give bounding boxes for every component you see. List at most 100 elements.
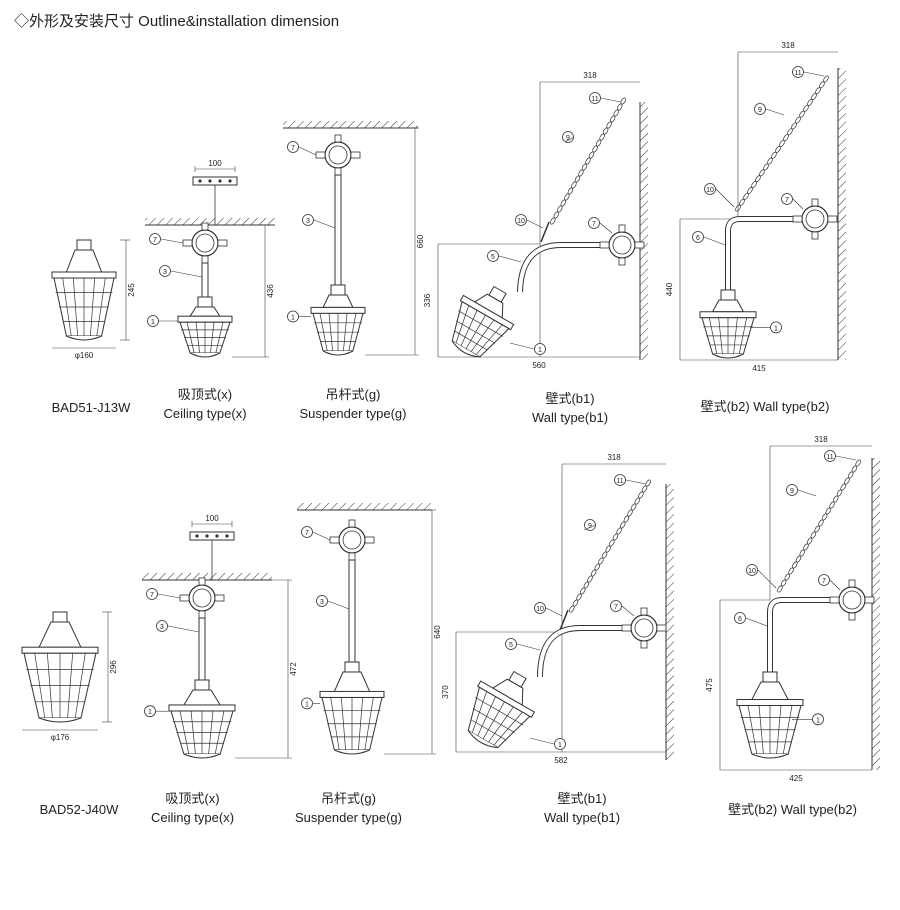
callout-11: 11 — [589, 92, 601, 104]
callout-number: 11 — [591, 96, 598, 103]
support-arm — [517, 242, 602, 293]
wall-b1-caption-en: Wall type(b1) — [531, 410, 609, 425]
dimension-label: 660 — [416, 234, 425, 248]
callout-1: 1 — [554, 738, 566, 750]
callout-number: 7 — [291, 145, 295, 152]
wall-b1-caption-cn: 壁式(b1) — [557, 791, 607, 806]
callout-number: 9 — [758, 107, 762, 114]
callout-10: 10 — [515, 214, 527, 226]
ceiling-caption-en: Ceiling type(x) — [163, 406, 247, 421]
callout-number: 6 — [738, 616, 742, 623]
junction-box — [329, 519, 375, 561]
dimension-label: 296 — [109, 660, 118, 674]
suspender-rod — [198, 617, 206, 681]
callout-number: 7 — [150, 592, 154, 599]
suspender-rod — [201, 262, 209, 298]
junction-box — [182, 222, 228, 264]
lamp-body — [699, 289, 757, 359]
dimension-label: 475 — [705, 678, 714, 692]
support-arm — [537, 625, 624, 678]
ceiling-hatch — [297, 503, 432, 511]
wall-hatch — [639, 102, 648, 360]
dimension-label: 436 — [266, 284, 275, 298]
callout-3: 3 — [316, 595, 328, 607]
dimension-label: 582 — [554, 756, 568, 765]
callout-3: 3 — [159, 265, 171, 277]
callout-3: 3 — [302, 214, 314, 226]
model-label-row2: BAD52-J40W — [39, 802, 119, 817]
callout-number: 11 — [794, 70, 801, 77]
callout-number: 9 — [566, 135, 570, 142]
lamp-body — [319, 661, 385, 755]
callout-number: 1 — [558, 742, 562, 749]
dimension-label: 640 — [433, 625, 442, 639]
wall-hatch — [837, 68, 846, 360]
chain — [550, 97, 626, 225]
callout-number: 1 — [305, 701, 309, 708]
dimension-label: 560 — [532, 361, 546, 370]
callout-11: 11 — [614, 474, 626, 486]
callout-9: 9 — [754, 103, 766, 115]
junction-box — [179, 577, 225, 619]
callout-1: 1 — [287, 310, 299, 323]
mounting-plate: 100 — [189, 514, 235, 541]
callout-number: 1 — [151, 319, 155, 326]
callout-7: 7 — [287, 141, 299, 153]
mounting-plate: 100 — [192, 159, 238, 186]
callout-number: 1 — [538, 347, 542, 354]
ceiling-caption-cn: 吸顶式(x) — [165, 791, 220, 806]
suspender-rod — [334, 174, 342, 286]
junction-box — [621, 607, 667, 649]
callout-6: 6 — [692, 231, 704, 243]
dimension-label: 440 — [665, 282, 674, 296]
callout-7: 7 — [146, 588, 158, 600]
callout-number: 10 — [536, 606, 544, 613]
lamp-body — [168, 679, 236, 759]
dimension-label: 370 — [441, 685, 450, 699]
dimension-label: 318 — [781, 41, 795, 50]
ceiling-caption-en: Ceiling type(x) — [150, 810, 235, 825]
dimension-label: 415 — [752, 364, 766, 373]
callout-number: 9 — [790, 488, 794, 495]
callout-number: 9 — [588, 523, 592, 530]
callout-6: 6 — [734, 612, 746, 624]
callout-number: 1 — [148, 709, 152, 716]
callout-number: 11 — [826, 454, 833, 461]
callout-10: 10 — [534, 602, 546, 614]
dimension-label: φ160 — [75, 351, 94, 360]
callout-number: 10 — [517, 218, 525, 225]
callout-1: 1 — [534, 343, 546, 355]
callout-11: 11 — [792, 66, 804, 78]
lamp-body — [51, 239, 117, 341]
wall-b1-caption-en: Wall type(b1) — [543, 810, 621, 825]
chain — [569, 479, 651, 613]
callout-3: 3 — [156, 620, 168, 632]
callout-number: 5 — [509, 642, 513, 649]
dimension-label: 318 — [583, 71, 597, 80]
junction-box — [315, 134, 361, 176]
wall-b2-caption: 壁式(b2) Wall type(b2) — [728, 802, 857, 817]
dimension-label: 425 — [789, 774, 803, 783]
lamp-body — [177, 296, 233, 358]
plate-width-label: 100 — [208, 159, 222, 168]
lamp-body — [21, 611, 99, 723]
support-arm — [725, 216, 815, 290]
callout-10: 10 — [746, 564, 758, 576]
callout-7: 7 — [610, 600, 622, 612]
suspender-rod — [348, 559, 356, 663]
chain — [777, 459, 861, 593]
suspender-caption-cn: 吊杆式(g) — [325, 387, 381, 402]
callout-number: 1 — [816, 717, 820, 724]
callout-number: 6 — [696, 235, 700, 242]
callout-number: 7 — [822, 578, 826, 585]
suspender-caption-en: Suspender type(g) — [295, 810, 402, 825]
callout-number: 7 — [785, 197, 789, 204]
callout-number: 3 — [160, 624, 164, 631]
